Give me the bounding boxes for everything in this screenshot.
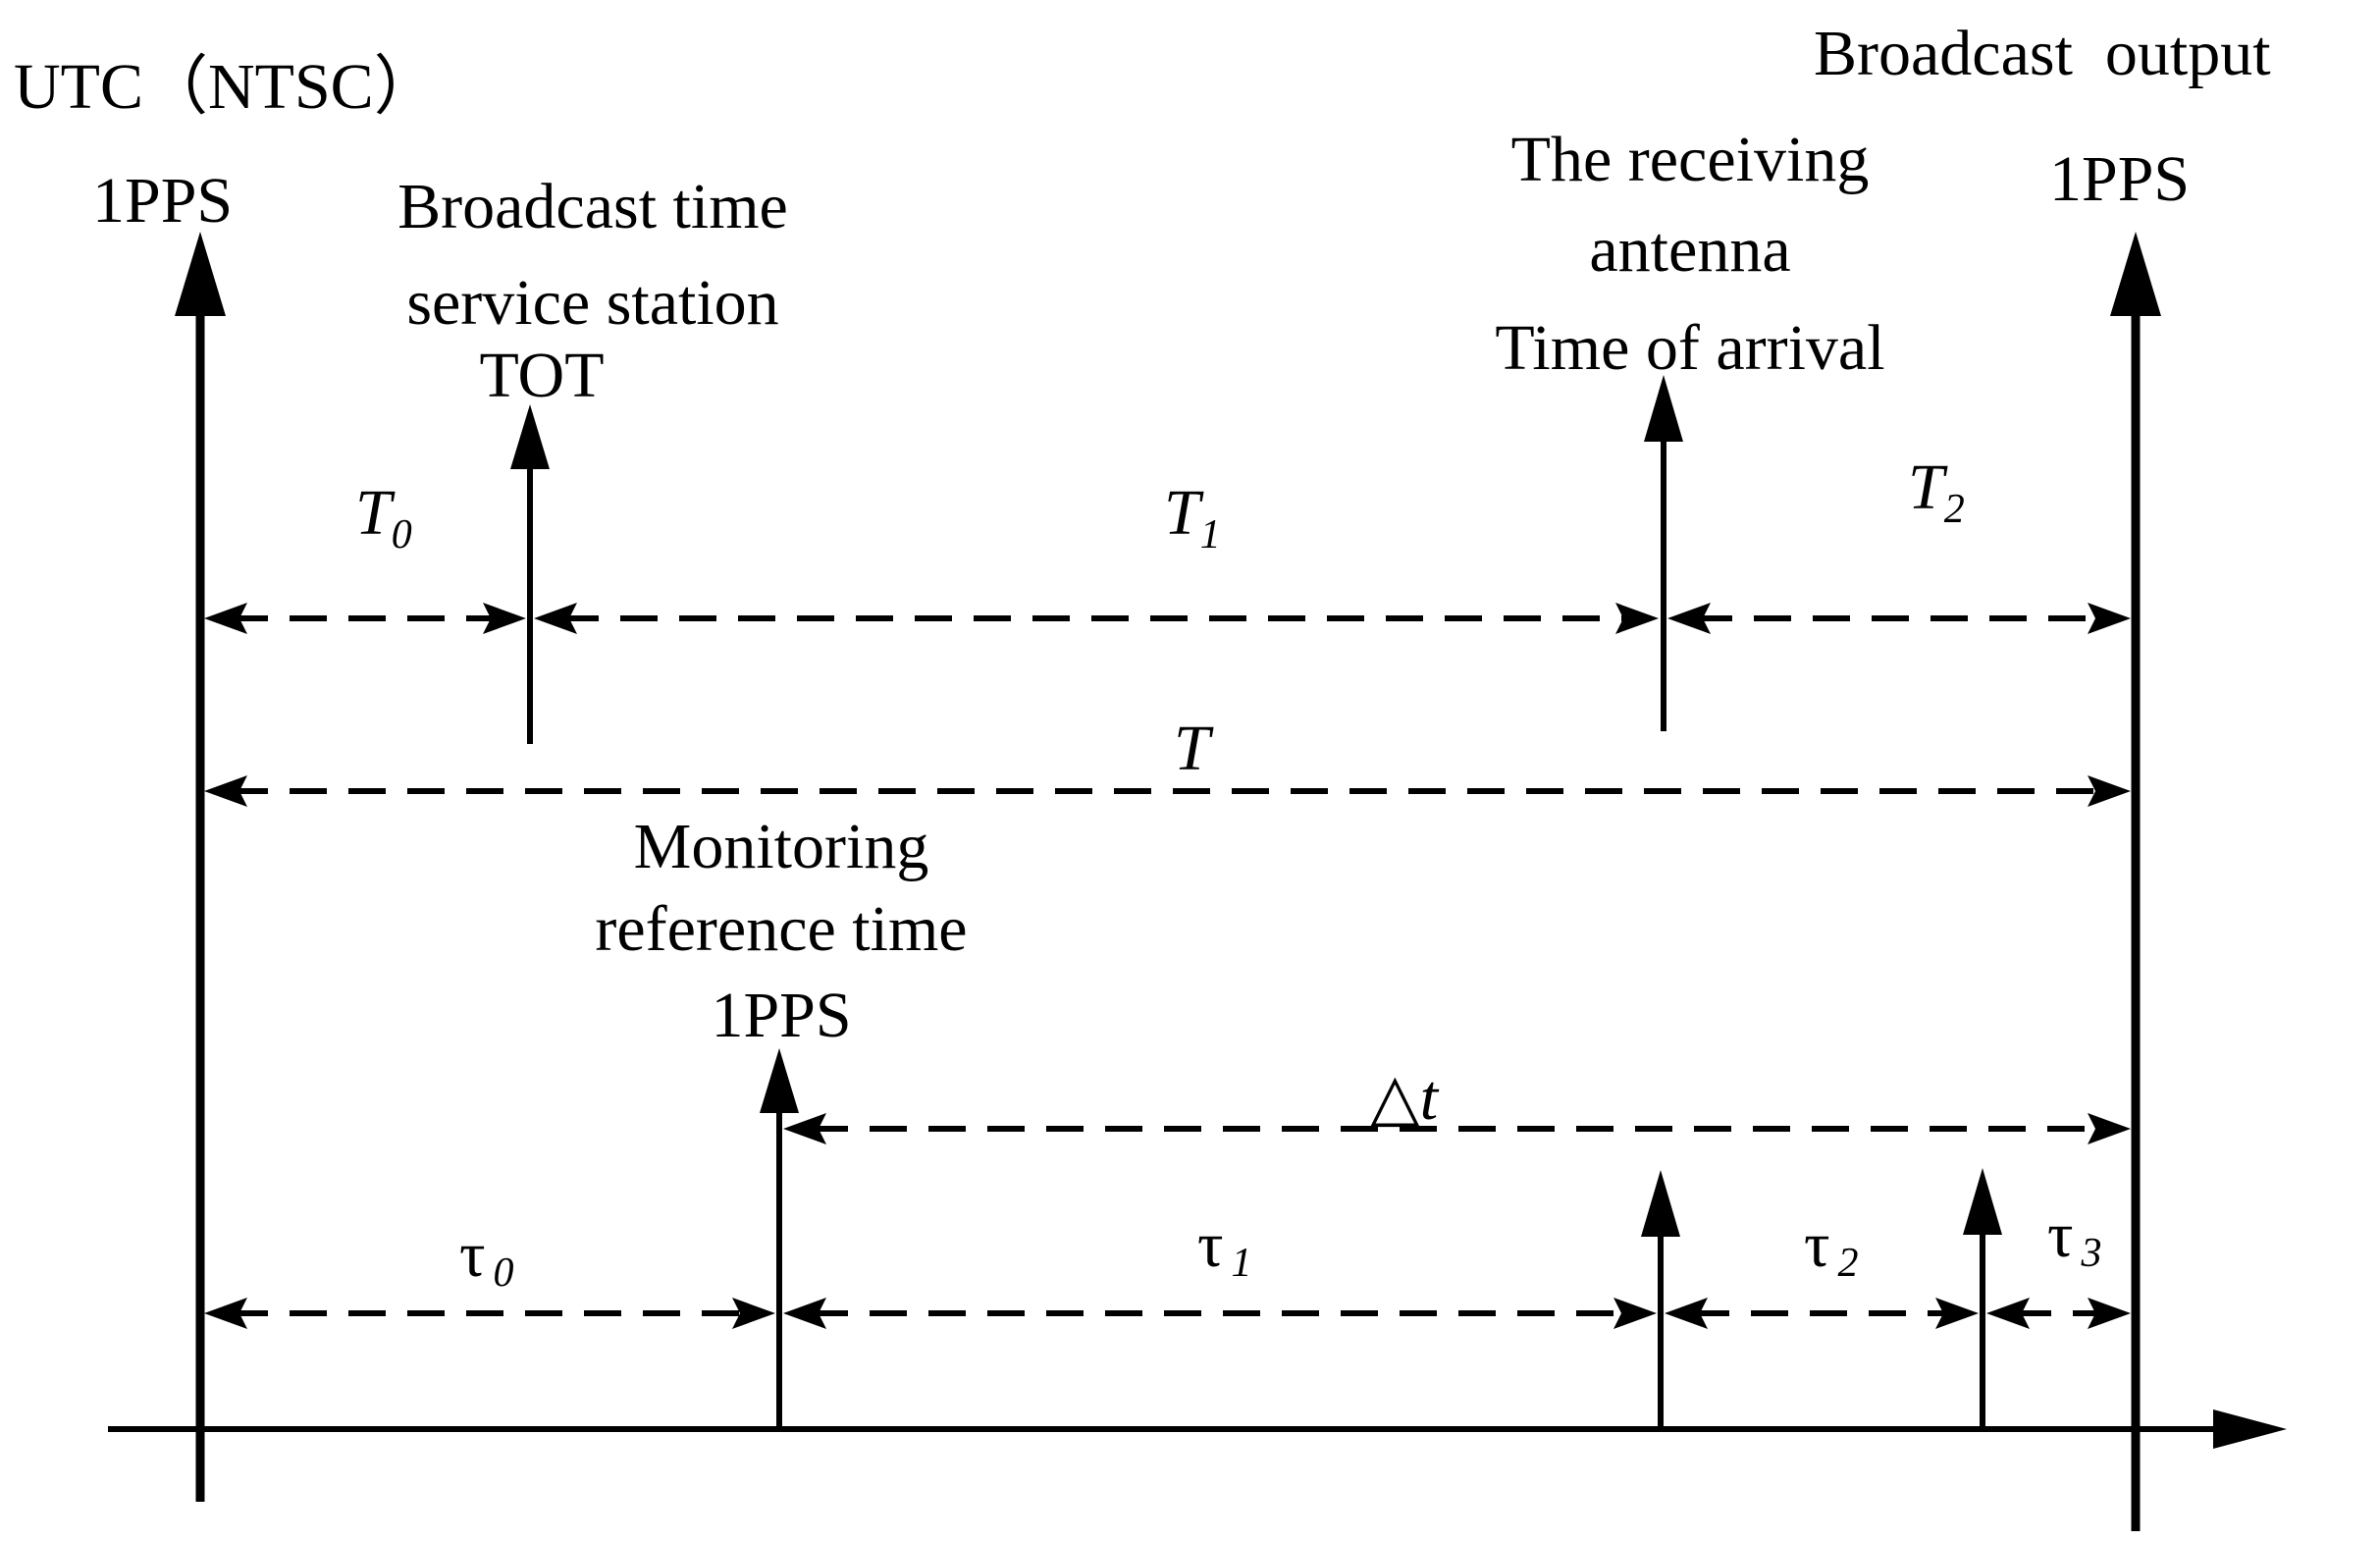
tot-arrow-icon — [510, 404, 550, 469]
interval-tau2 — [1665, 1298, 1979, 1329]
tau-marker-1 — [1641, 1170, 1680, 1429]
T2-right-arrow-icon — [2088, 603, 2131, 634]
interval-tau3 — [1986, 1298, 2131, 1329]
tot-marker — [510, 404, 550, 744]
label-T1: T1 — [1164, 477, 1221, 558]
interval-T — [204, 775, 2131, 807]
interval-dt — [783, 1113, 2131, 1144]
tau-marker-1-arrow-icon — [1641, 1170, 1680, 1237]
station-label-line1: Broadcast time — [397, 171, 788, 242]
monitor-label-line3: 1PPS — [711, 980, 851, 1051]
tau2-left-arrow-icon — [1665, 1298, 1708, 1329]
tau-marker-2-arrow-icon — [1963, 1168, 2002, 1235]
antenna-label-line2: antenna — [1589, 214, 1790, 286]
broadcast-pps-label: 1PPS — [2049, 143, 2190, 215]
T-left-arrow-icon — [204, 775, 247, 807]
label-T2: T2 — [1908, 452, 1965, 532]
tau2-right-arrow-icon — [1935, 1298, 1979, 1329]
interval-T1 — [534, 603, 1659, 634]
monitor-arrow-icon — [760, 1048, 799, 1113]
utc-pps-line — [175, 232, 226, 1502]
broadcast-output-label: Broadcast output — [1814, 18, 2271, 89]
antenna-label-line1: The receiving — [1511, 124, 1870, 195]
tau1-right-arrow-icon — [1613, 1298, 1657, 1329]
tau0-right-arrow-icon — [732, 1298, 775, 1329]
dt-right-arrow-icon — [2088, 1113, 2131, 1144]
T2-left-arrow-icon — [1667, 603, 1711, 634]
utc-pps-label: 1PPS — [92, 165, 233, 237]
station-label-line3: TOT — [479, 340, 604, 411]
interval-T2 — [1667, 603, 2131, 634]
T1-right-arrow-icon — [1615, 603, 1659, 634]
T0-left-arrow-icon — [204, 603, 247, 634]
T0-right-arrow-icon — [483, 603, 526, 634]
tau3-left-arrow-icon — [1986, 1298, 2030, 1329]
tau1-left-arrow-icon — [783, 1298, 826, 1329]
monitor-label-line1: Monitoring — [634, 811, 929, 882]
dt-left-arrow-icon — [783, 1113, 826, 1144]
interval-tau0 — [204, 1298, 775, 1329]
tau-marker-2 — [1963, 1168, 2002, 1429]
antenna-marker — [1644, 375, 1683, 731]
station-label-line2: service station — [406, 267, 778, 339]
interval-tau1 — [783, 1298, 1657, 1329]
tau3-right-arrow-icon — [2088, 1298, 2131, 1329]
antenna-arrow-icon — [1644, 375, 1683, 442]
monitor-marker — [760, 1048, 799, 1429]
utc-label: UTC（NTSC） — [14, 51, 439, 123]
broadcast-pps-arrow-icon — [2110, 232, 2161, 316]
time-axis-arrow-icon — [2213, 1409, 2287, 1449]
monitor-label-line2: reference time — [595, 893, 967, 965]
antenna-label-line3: Time of arrival — [1495, 312, 1884, 384]
label-dt: △t — [1370, 1062, 1440, 1134]
tau0-left-arrow-icon — [204, 1298, 247, 1329]
label-T: T — [1174, 713, 1214, 784]
interval-T0 — [204, 603, 526, 634]
label-T0: T0 — [355, 477, 412, 558]
T-right-arrow-icon — [2088, 775, 2131, 807]
utc-pps-arrow-icon — [175, 232, 226, 316]
T1-left-arrow-icon — [534, 603, 577, 634]
time-axis — [108, 1409, 2287, 1449]
broadcast-pps-line — [2110, 232, 2161, 1531]
